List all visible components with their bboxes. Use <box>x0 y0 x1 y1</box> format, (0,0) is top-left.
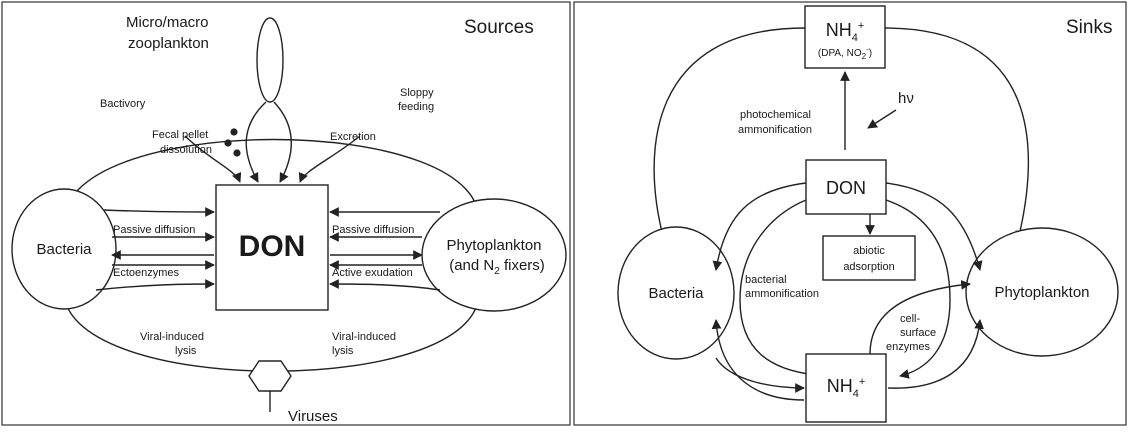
cell-label-line3: enzymes <box>886 341 931 353</box>
nh4-top-label: NH4+ <box>826 20 865 44</box>
arrow-don-to-bacteria-sinks <box>712 182 807 271</box>
cell-label-line1: cell- <box>900 313 921 325</box>
abiotic-box <box>822 235 916 281</box>
viral-lysis-right-line1: Viral-induced <box>332 331 396 343</box>
arrow-zoo-to-don-left <box>245 101 267 183</box>
zooplankton-shape <box>256 17 284 103</box>
arrow-zoo-to-don-right <box>273 101 292 183</box>
upper-loop-line <box>63 138 480 229</box>
fecal-label-line2: dissolution <box>160 144 212 156</box>
passive-diffusion-left-label: Passive diffusion <box>113 224 195 236</box>
abiotic-label-line1: abiotic <box>853 245 885 257</box>
viruses-label: Viruses <box>288 408 338 425</box>
fecal-pellet-dot <box>230 128 238 136</box>
photochem-label-line2: ammonification <box>738 124 812 136</box>
arrow-hv <box>867 109 897 129</box>
arrow-nh4-to-bacteria <box>711 319 805 401</box>
abiotic-label-line2: adsorption <box>843 261 894 273</box>
don-label: DON <box>239 230 306 263</box>
phytoplankton-label-line1: Phytoplankton <box>446 237 541 254</box>
phytoplankton-ellipse <box>421 198 567 312</box>
zooplankton-label-line2: zooplankton <box>128 35 209 52</box>
phyto-sinks-ellipse <box>965 227 1119 357</box>
phytoplankton-label-line2: (and N2 fixers) <box>449 257 545 277</box>
virus-icon <box>248 360 292 412</box>
nh4-bottom-box <box>805 353 887 423</box>
sloppy-label-line1: Sloppy <box>400 87 434 99</box>
zooplankton-label-line1: Micro/macro <box>126 14 209 31</box>
photochem-label-line1: photochemical <box>740 109 811 121</box>
sinks-panel: Sinks NH4+ (DPA, NO2-) photochemical amm… <box>573 1 1127 426</box>
bacteria-circle <box>11 188 117 310</box>
arrow-top-to-bacteria <box>653 27 806 241</box>
ectoenzymes-label: Ectoenzymes <box>113 267 180 279</box>
nh4-top-box <box>804 5 886 69</box>
don-box <box>215 184 329 311</box>
excretion-label: Excretion <box>330 131 376 143</box>
don-sinks-label: DON <box>826 178 866 198</box>
sinks-title: Sinks <box>1066 17 1112 38</box>
bactivory-label: Bactivory <box>100 98 146 110</box>
don-sinks-box <box>805 159 887 215</box>
arrow-cell-surface-enzymes <box>869 280 971 355</box>
sources-panel: Sources Micro/macro zooplankton Bactivor… <box>1 1 571 426</box>
fecal-pellet-dot <box>224 139 232 147</box>
nh4-bottom-label: NH4+ <box>827 376 866 400</box>
bacterial-label-line2: ammonification <box>745 288 819 300</box>
arrow-bacteria-lower <box>95 279 215 291</box>
cell-label-line2: surface <box>900 327 936 339</box>
sources-title: Sources <box>464 17 534 38</box>
arrow-bacteria-to-nh4 <box>715 357 805 393</box>
arrow-bacteria-upper <box>103 207 215 217</box>
phyto-sinks-label: Phytoplankton <box>994 284 1089 301</box>
fecal-label-line1: Fecal pellet <box>152 129 208 141</box>
bacteria-sinks-circle <box>617 226 735 360</box>
viral-lysis-left-line1: Viral-induced <box>140 331 204 343</box>
fecal-pellet-dot <box>233 149 241 157</box>
arrow-nh4-to-phyto <box>887 319 984 389</box>
sloppy-label-line2: feeding <box>398 101 434 113</box>
hv-label: hν <box>898 90 914 107</box>
viral-lysis-right-line2: lysis <box>332 345 354 357</box>
arrow-phyto-lower <box>329 279 441 291</box>
active-exudation-label: Active exudation <box>332 267 413 279</box>
viral-lysis-left-line2: lysis <box>175 345 197 357</box>
bacterial-label-line1: bacterial <box>745 274 787 286</box>
arrow-bactivory-to-don <box>184 135 242 183</box>
bacteria-sinks-label: Bacteria <box>648 285 704 302</box>
arrow-top-to-phyto <box>884 27 1029 241</box>
arrow-don-to-phyto-sinks <box>885 182 983 271</box>
arrow-don-to-nh4-left <box>739 199 817 379</box>
bacteria-label: Bacteria <box>36 241 92 258</box>
arrow-don-to-nh4-right <box>885 199 951 379</box>
dpa-label: (DPA, NO2-) <box>818 45 872 61</box>
passive-diffusion-right-label: Passive diffusion <box>332 224 414 236</box>
arrow-excretion-to-don <box>298 135 361 183</box>
